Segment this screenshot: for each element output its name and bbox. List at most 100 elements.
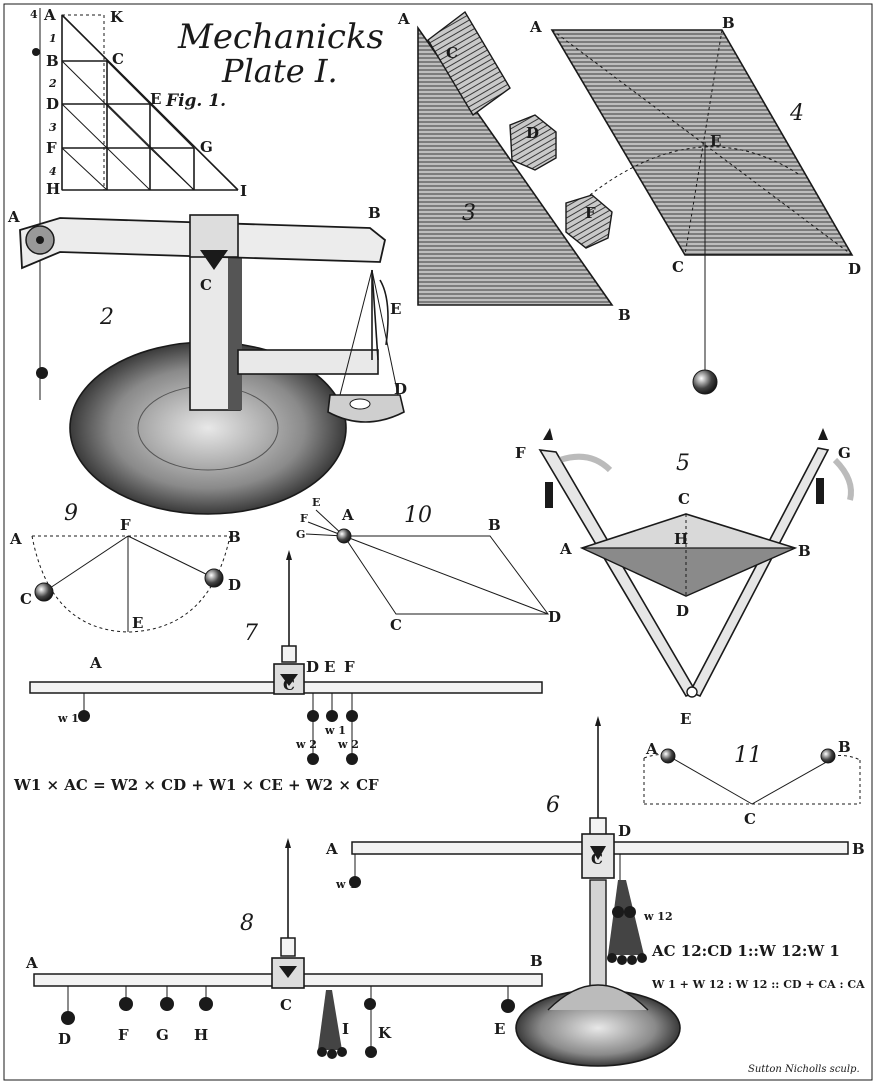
- fig9-label-A: A: [9, 530, 22, 548]
- fig1-label-B: B: [46, 52, 59, 70]
- fig8-label-B: B: [530, 952, 543, 970]
- fig9-ball-D: [204, 568, 224, 588]
- fig1-number-2: 2: [48, 77, 57, 90]
- fig3-block-C: [427, 10, 511, 117]
- fig11-label-C: C: [744, 810, 756, 828]
- figure-1-triangle-grid: 4 A B D F H 1 2 3 4 K C E G I Fig. 1.: [30, 6, 247, 400]
- fig1-label-C: C: [112, 50, 124, 68]
- fig3-label-D: D: [526, 124, 539, 142]
- fig1-label-F: F: [46, 139, 57, 157]
- fig4-label-C: C: [672, 258, 684, 276]
- fig3-polygon-D: [509, 114, 557, 171]
- fig11-ball-B: [820, 748, 836, 764]
- fig5-label-G: G: [838, 444, 851, 462]
- figure-11-inclined-pendulums: A B C 11: [643, 738, 861, 828]
- fig7-number: 7: [244, 621, 258, 646]
- fig8-label-H: H: [194, 1026, 208, 1044]
- fig8-label-G: G: [156, 1026, 169, 1044]
- fig8-label-I: I: [342, 1020, 349, 1038]
- fig1-label-D: D: [46, 95, 59, 113]
- fig11-label-A: A: [645, 740, 658, 758]
- fig2-label-A: A: [7, 208, 20, 226]
- fig10-label-E: E: [312, 496, 320, 509]
- fig8-label-F: F: [118, 1026, 129, 1044]
- fig4-label-D: D: [848, 260, 861, 278]
- fig6-equation-1: AC 12:CD 1::W 12:W 1: [651, 942, 840, 960]
- fig2-arm-support: [237, 349, 379, 375]
- fig8-weight-cluster-I: [318, 990, 342, 1050]
- fig7-label-E: E: [324, 658, 335, 676]
- fig5-left-rail-knob: [543, 428, 553, 440]
- fig7-weight-label-w1-left: w 1: [57, 712, 79, 725]
- fig9-label-E: E: [132, 614, 143, 632]
- fig10-label-D: D: [548, 608, 561, 626]
- fig1-falling-ball: [32, 48, 40, 56]
- fig4-label-B: B: [722, 14, 735, 32]
- fig1-label-G: G: [200, 138, 213, 156]
- fig3-number: 3: [462, 201, 476, 226]
- fig4-label-E: E: [710, 132, 721, 150]
- fig6-label-B: B: [852, 840, 865, 858]
- fig5-right-rail-knob: [818, 428, 828, 440]
- fig10-body-A: [336, 528, 352, 544]
- fig7-equation: W1 × AC = W2 × CD + W1 × CE + W2 × CF: [13, 776, 379, 794]
- fig5-label-D: D: [676, 602, 689, 620]
- fig9-ball-C: [34, 582, 54, 602]
- figure-6-steelyard: A B C D w 1 w 12 6 AC 12:CD 1::W 12:W 1 …: [325, 716, 865, 1067]
- fig8-label-A: A: [25, 954, 38, 972]
- fig1-plumb-bob: [36, 367, 48, 379]
- figure-3-inclined-plane: A C D F B 3: [397, 10, 631, 324]
- figure-5-double-cone: F G C A H B D E 5: [515, 428, 854, 728]
- fig3-label-F: F: [585, 204, 596, 222]
- fig6-label-A: A: [325, 840, 338, 858]
- fig6-weight-label-w1: w 1: [335, 878, 357, 891]
- fig5-label-B: B: [798, 542, 811, 560]
- figure-10-force-parallelogram: E F G A B C D 10: [296, 496, 561, 634]
- figure-4-parallelogram: A B E C D 4: [529, 14, 861, 395]
- fig10-label-F: F: [300, 512, 308, 525]
- fig8-label-D: D: [58, 1030, 71, 1048]
- fig3-label-A: A: [397, 10, 410, 28]
- fig11-label-B: B: [838, 738, 851, 756]
- fig7-weight-label-w1: w 1: [324, 724, 346, 737]
- figure-8-multi-lever: A B C D F G H I K E 8: [25, 838, 543, 1059]
- fig1-number-1: 1: [49, 32, 57, 45]
- fig1-label-H: H: [46, 180, 60, 198]
- fig3-label-B: B: [618, 306, 631, 324]
- fig7-label-A: A: [89, 654, 102, 672]
- fig11-number: 11: [734, 743, 762, 768]
- fig1-label-K: K: [110, 8, 124, 26]
- fig10-number: 10: [404, 503, 432, 528]
- fig5-label-C: C: [678, 490, 690, 508]
- fig3-polygon-F: [565, 194, 613, 249]
- fig10-label-A: A: [341, 506, 354, 524]
- fig3-label-C: C: [446, 44, 458, 62]
- fig2-label-E: E: [390, 300, 401, 318]
- fig6-weight-label-w12: w 12: [643, 910, 673, 923]
- fig2-label-C: C: [200, 276, 212, 294]
- fig6-pillar: [589, 879, 607, 1001]
- fig4-number: 4: [789, 101, 804, 126]
- fig9-label-D: D: [228, 576, 241, 594]
- figure-9-pendulums: A F B C D E 9: [9, 501, 241, 633]
- fig4-label-A: A: [529, 18, 542, 36]
- figure-2-balance: A B C E D 2: [7, 204, 407, 515]
- fig1-number-4: 4: [49, 165, 57, 178]
- fig1-label-E: E: [150, 90, 161, 108]
- fig1-label-I: I: [240, 182, 247, 200]
- fig9-number: 9: [64, 501, 78, 526]
- fig5-number: 5: [676, 451, 690, 476]
- fig5-label-E: E: [680, 710, 691, 728]
- fig6-label-C: C: [591, 850, 603, 868]
- figure-7-lever: A C D E F w 1 w 1 w 2 w 2 7 W1 × AC = W2…: [13, 550, 543, 794]
- fig2-label-B: B: [368, 204, 381, 222]
- fig4-pendulum-bob: [692, 369, 718, 395]
- fig2-label-D: D: [394, 380, 407, 398]
- fig7-weight-label-w2-b: w 2: [337, 738, 359, 751]
- fig1-caption: Fig. 1.: [165, 91, 226, 111]
- fig8-label-C: C: [280, 996, 292, 1014]
- fig10-label-G: G: [296, 528, 305, 541]
- plate-border: [3, 3, 873, 1081]
- fig5-label-F: F: [515, 444, 526, 462]
